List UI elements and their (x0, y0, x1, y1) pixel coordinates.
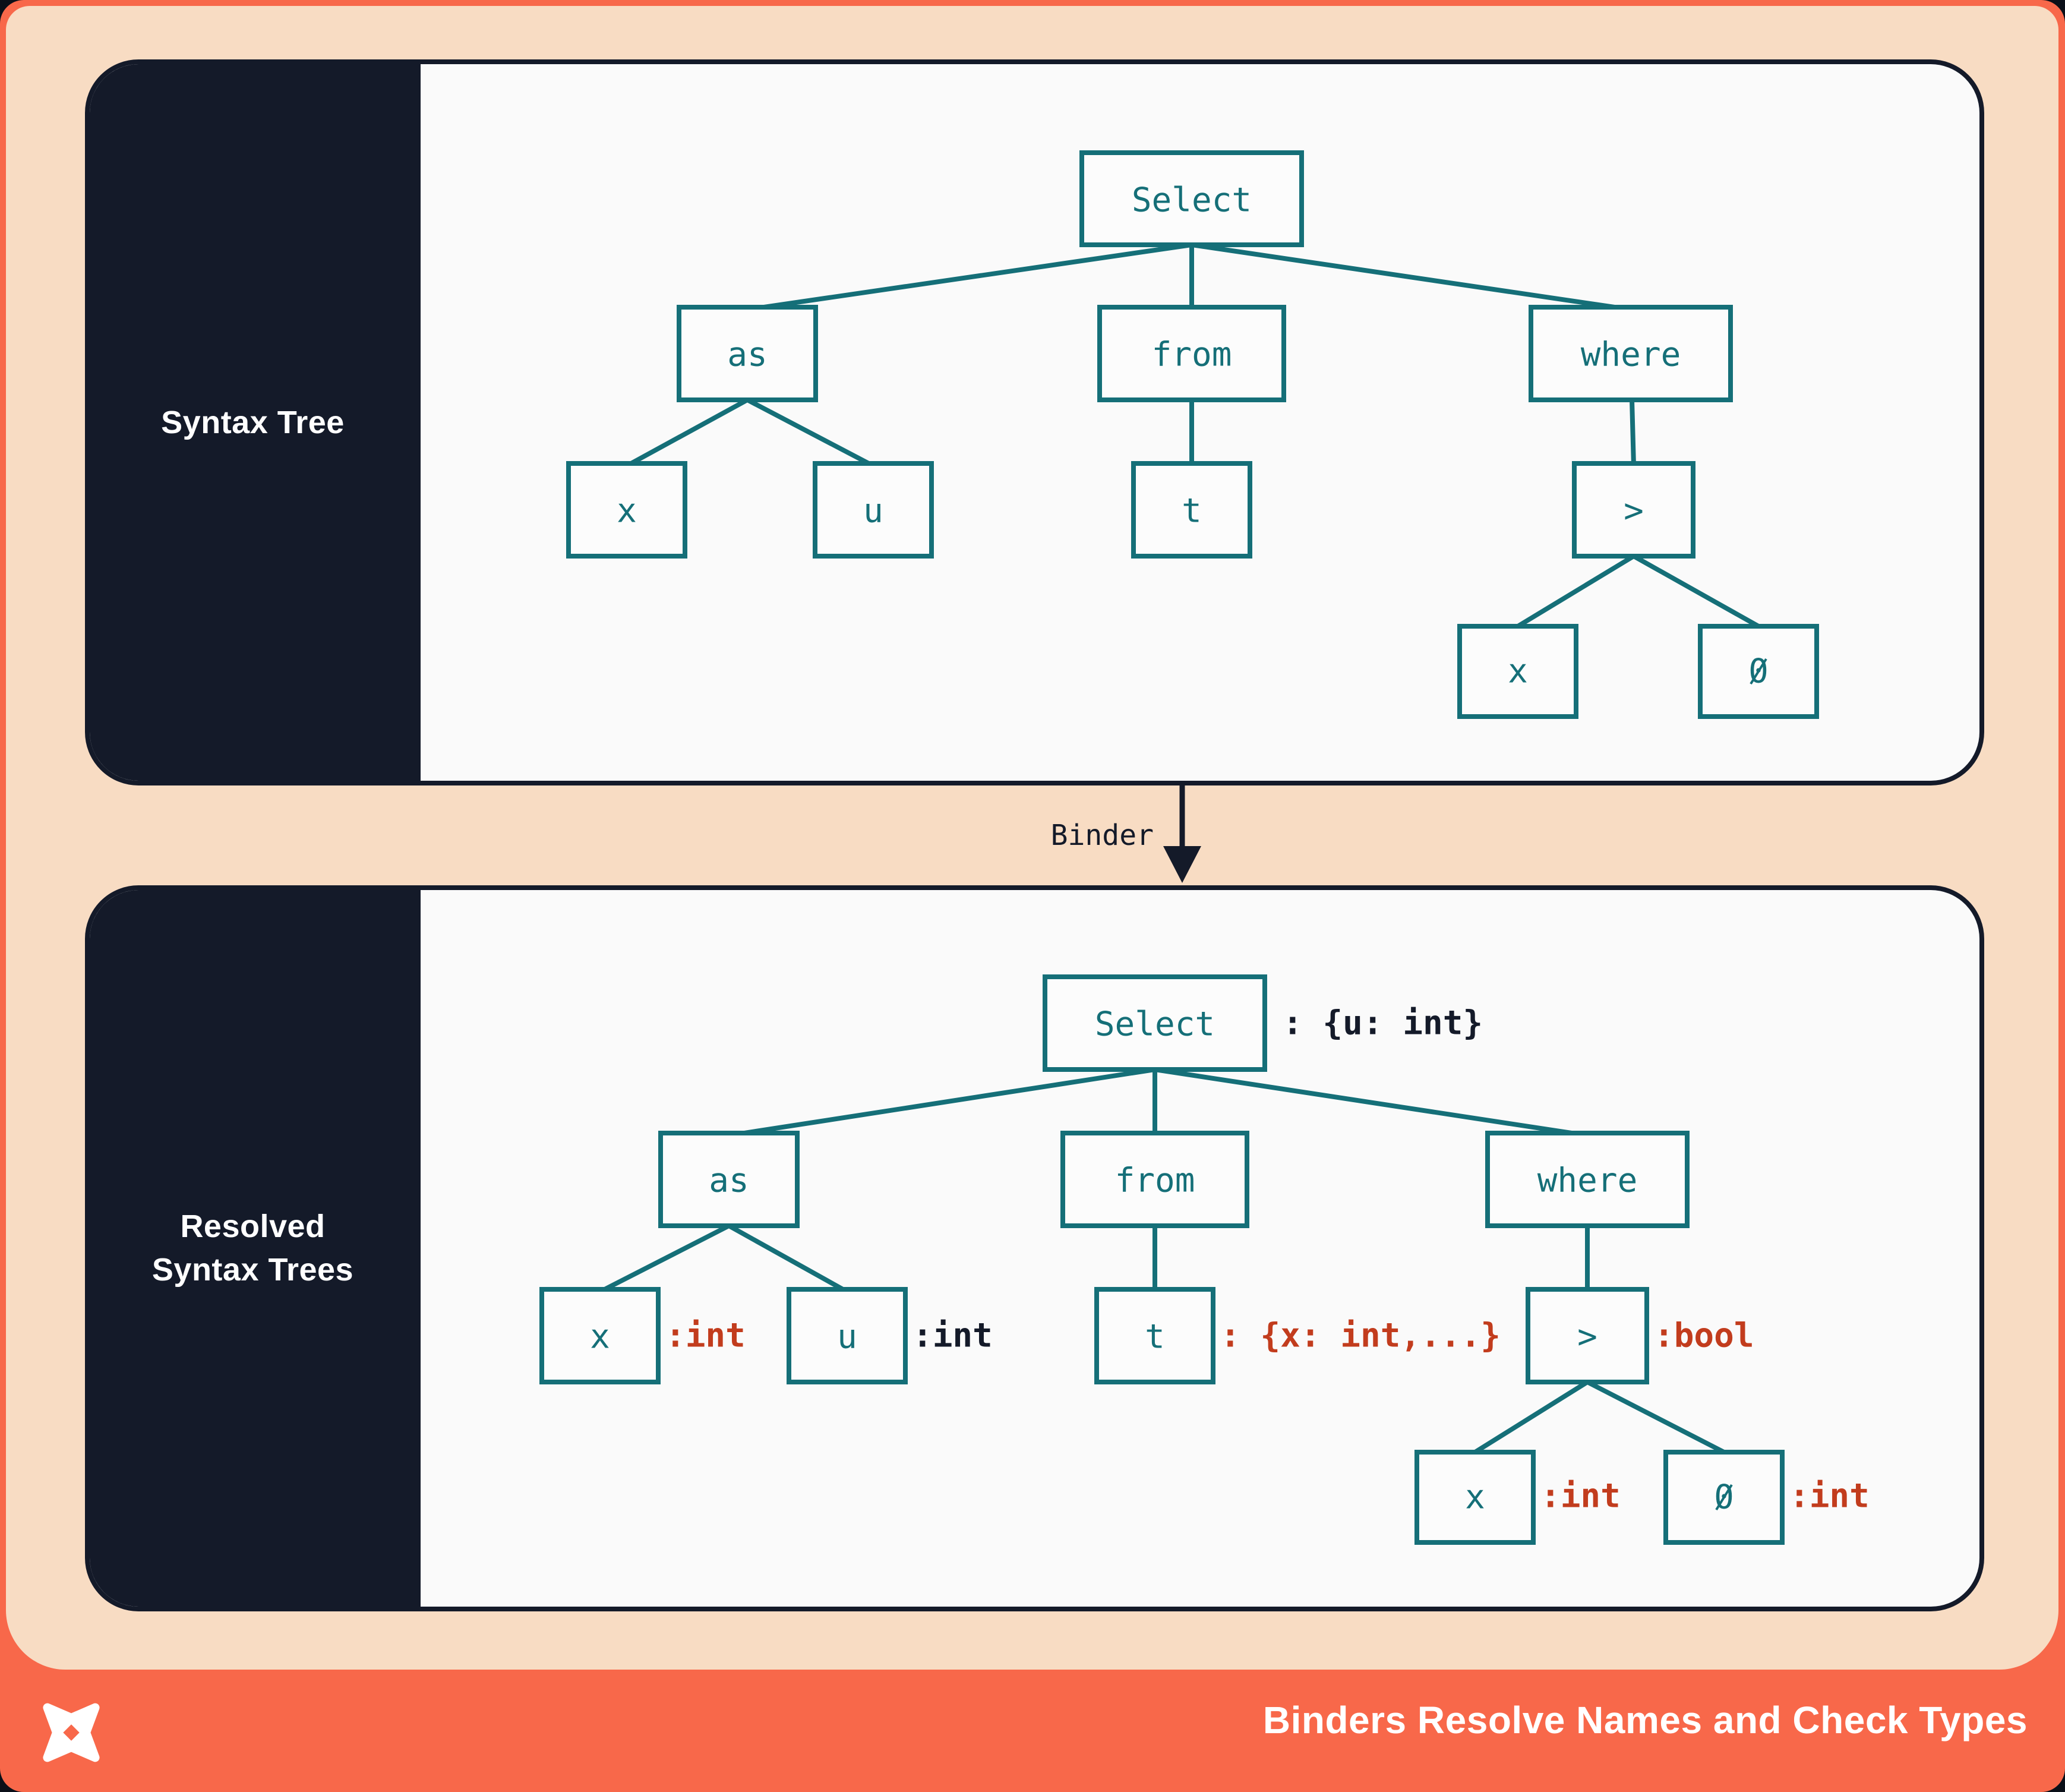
syntax-tree-panel: Select as from where x u (85, 59, 1984, 785)
tree-node-x-label: x (617, 492, 637, 531)
binder-arrow-head (1163, 846, 1201, 883)
syntax-tree-connectors (626, 242, 1760, 629)
tree-node-from: from (1097, 305, 1286, 402)
tree-node-as: as (677, 305, 818, 402)
resolved-node-t-label: t (1145, 1318, 1165, 1356)
resolved-node-x-under-gt: x :int (1414, 1450, 1621, 1545)
syntax-tree-title: Syntax Tree (161, 404, 345, 440)
tree-node-u-label: u (863, 492, 883, 531)
zero-slash-decoration (1750, 658, 1767, 685)
tree-node-select: Select (1079, 150, 1304, 247)
resolved-node-x2-label: x (1465, 1478, 1485, 1517)
resolved-node-u-label: u (837, 1318, 857, 1356)
binder-transition: Binder (1051, 782, 1201, 883)
resolved-trees-title-line2: Syntax Trees (151, 1252, 354, 1288)
tree-node-t: t (1131, 461, 1252, 559)
resolved-node-select-label: Select (1095, 1005, 1215, 1044)
resolved-node-zero: 0 :int (1663, 1450, 1870, 1545)
syntax-tree-sidebar: Syntax Tree (90, 64, 421, 781)
resolved-node-gt: > :bool (1526, 1287, 1754, 1384)
type-annotation-gt: :bool (1654, 1317, 1754, 1355)
type-annotation-u: :int (912, 1317, 993, 1355)
resolved-trees-sidebar: Resolved Syntax Trees (90, 890, 421, 1607)
resolved-node-x-label: x (590, 1318, 610, 1356)
tree-node-gt: > (1572, 461, 1695, 559)
resolved-node-from: from (1060, 1131, 1249, 1228)
type-annotation-x: :int (665, 1317, 746, 1355)
resolved-node-where: where (1485, 1131, 1690, 1228)
tree-node-zero: 0 (1698, 624, 1819, 719)
type-annotation-x2: :int (1540, 1477, 1621, 1516)
type-annotation-t: : {x: int,...} (1220, 1317, 1501, 1355)
resolved-trees-title: Resolved Syntax Trees (152, 1205, 353, 1292)
tree-node-from-label: from (1152, 336, 1232, 374)
resolved-trees-title-line1: Resolved (180, 1209, 326, 1245)
zero-slash-decoration (1715, 1484, 1733, 1511)
resolved-node-from-label: from (1115, 1162, 1195, 1200)
resolved-tree-connectors (599, 1067, 1725, 1455)
resolved-node-x-under-as: x :int (539, 1287, 746, 1384)
tree-node-where: where (1529, 305, 1733, 402)
footer-title: Binders Resolve Names and Check Types (1262, 1699, 2028, 1741)
tree-node-t-label: t (1182, 492, 1202, 531)
resolved-node-select: Select : {u: int} (1043, 974, 1483, 1072)
tree-node-where-label: where (1581, 336, 1681, 374)
type-annotation-select: : {u: int} (1283, 1004, 1483, 1043)
resolved-node-u: u :int (787, 1287, 993, 1384)
binder-label: Binder (1051, 819, 1154, 852)
tree-node-as-label: as (727, 336, 767, 374)
resolved-node-t: t : {x: int,...} (1094, 1287, 1501, 1384)
logo-diamond-cutout (63, 1724, 80, 1741)
resolved-node-as-label: as (709, 1162, 749, 1200)
footer-bar: Binders Resolve Names and Check Types (0, 1670, 2065, 1792)
resolved-syntax-tree-diagram: Select : {u: int} as from where x :int (539, 974, 1870, 1545)
tree-node-x-under-as: x (566, 461, 687, 559)
resolved-node-gt-label: > (1577, 1318, 1597, 1356)
type-annotation-zero: :int (1789, 1477, 1870, 1516)
resolved-syntax-trees-panel: Select : {u: int} as from where x :int (85, 885, 1984, 1611)
tree-node-u: u (813, 461, 934, 559)
tree-node-gt-label: > (1624, 492, 1644, 531)
resolved-node-where-label: where (1537, 1162, 1638, 1200)
tree-node-x2-label: x (1508, 652, 1528, 691)
syntax-tree-diagram: Select as from where x u (566, 150, 1819, 719)
tree-node-x-under-gt: x (1457, 624, 1578, 719)
dbt-pinwheel-logo-icon (43, 1703, 100, 1762)
tree-node-select-label: Select (1132, 181, 1252, 220)
resolved-node-as: as (658, 1131, 800, 1228)
